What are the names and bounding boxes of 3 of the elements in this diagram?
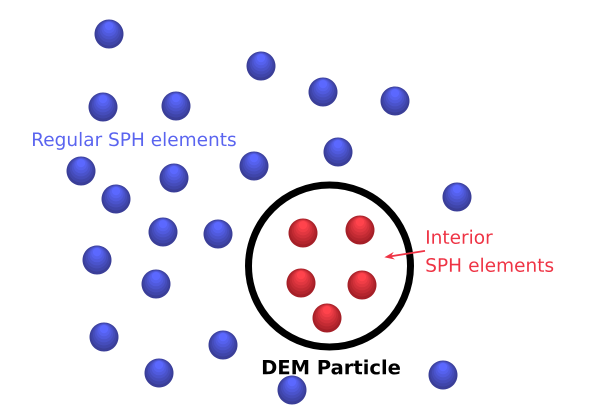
text-label: Regular SPH elements [33,132,236,150]
callout-text: Interior SPH elements [426,230,554,272]
circle-label: DEM Particle [262,359,400,375]
